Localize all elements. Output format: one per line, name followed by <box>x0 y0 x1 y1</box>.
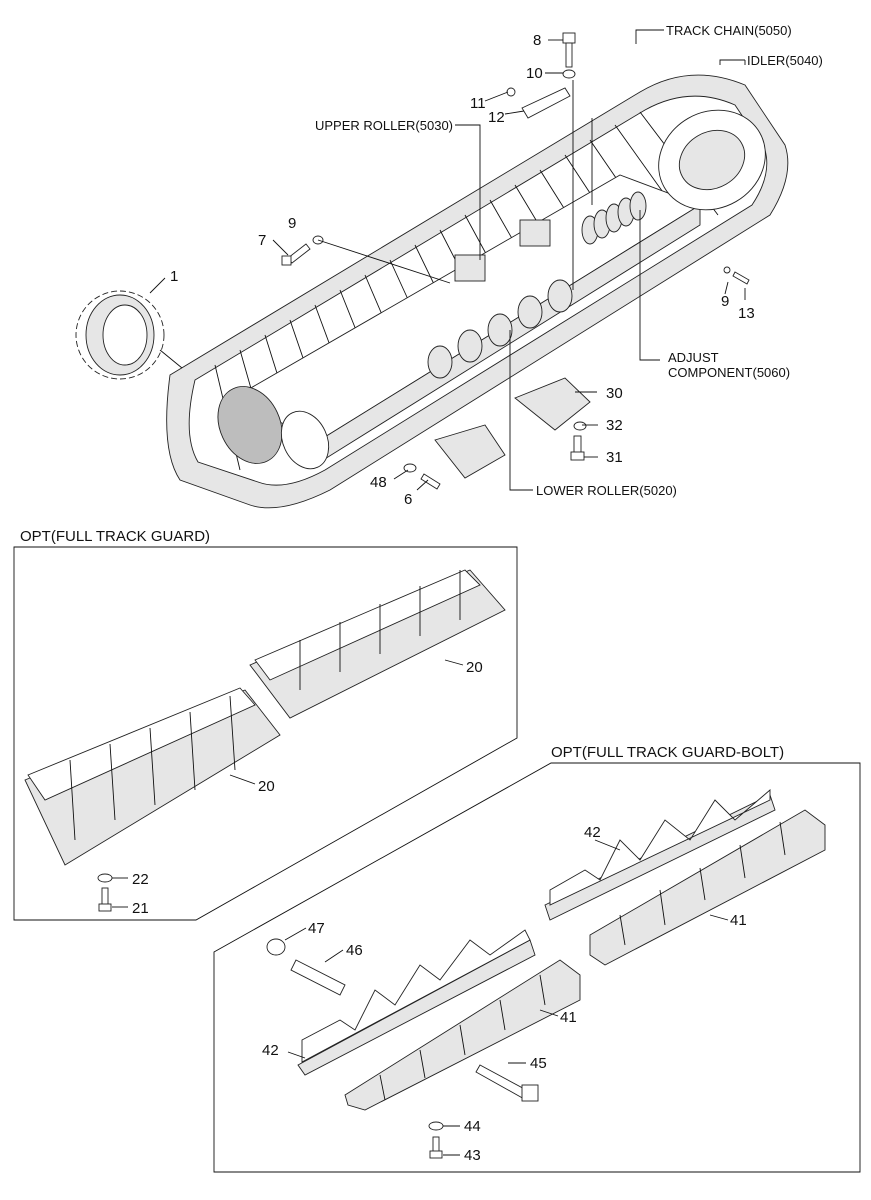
callout-41-upper: 41 <box>730 912 747 929</box>
callout-20-lower: 20 <box>258 778 275 795</box>
label-adjust-line1: ADJUST <box>668 350 719 365</box>
callout-21: 21 <box>132 900 149 917</box>
full-track-guard-frame <box>13 546 518 921</box>
track-guard-part-20-upper <box>249 569 506 719</box>
callout-41-lower: 41 <box>560 1009 577 1026</box>
label-idler: IDLER(5040) <box>747 53 823 68</box>
label-upper-roller: UPPER ROLLER(5030) <box>315 118 453 133</box>
callout-9-right: 9 <box>721 293 729 310</box>
upper-leader-lines <box>149 29 746 491</box>
callout-22: 22 <box>132 871 149 888</box>
track-guard-part-20-lower <box>24 687 281 866</box>
section-title-full-track-guard: OPT(FULL TRACK GUARD) <box>20 528 210 545</box>
callout-31: 31 <box>606 449 623 466</box>
section-title-full-track-guard-bolt: OPT(FULL TRACK GUARD-BOLT) <box>551 744 784 761</box>
callout-47: 47 <box>308 920 325 937</box>
callout-45: 45 <box>530 1055 547 1072</box>
callout-43: 43 <box>464 1147 481 1164</box>
callout-30: 30 <box>606 385 623 402</box>
callout-8: 8 <box>533 32 541 49</box>
callout-13: 13 <box>738 305 755 322</box>
callout-44: 44 <box>464 1118 481 1135</box>
guard-leader-lines <box>112 659 464 908</box>
sprocket-part-1 <box>75 290 183 380</box>
label-track-chain: TRACK CHAIN(5050) <box>666 23 792 38</box>
guard-rail-part-41-lower <box>344 959 581 1111</box>
guard-bolt-hardware <box>266 938 539 1159</box>
guard-plate-part-42-upper <box>544 789 776 921</box>
guard-washer-bolt <box>97 873 113 912</box>
callout-12: 12 <box>488 109 505 126</box>
full-track-guard-bolt-frame <box>213 762 861 1173</box>
upper-small-parts <box>281 32 750 490</box>
guard-bolt-leader-lines <box>284 839 729 1156</box>
callout-32: 32 <box>606 417 623 434</box>
guard-rail-part-41-upper <box>589 809 826 966</box>
callout-46: 46 <box>346 942 363 959</box>
callout-20-upper: 20 <box>466 659 483 676</box>
callout-11: 11 <box>470 95 486 112</box>
callout-6: 6 <box>404 491 412 508</box>
callout-48: 48 <box>370 474 387 491</box>
guard-plate-part-42-lower <box>297 929 536 1076</box>
label-adjust-line2: COMPONENT(5060) <box>668 365 790 380</box>
callout-10: 10 <box>526 65 543 82</box>
callout-9-left: 9 <box>288 215 296 232</box>
callout-42-lower: 42 <box>262 1042 279 1059</box>
callout-42-upper: 42 <box>584 824 601 841</box>
label-lower-roller: LOWER ROLLER(5020) <box>536 483 677 498</box>
callout-1: 1 <box>170 268 178 285</box>
callout-7: 7 <box>258 232 266 249</box>
